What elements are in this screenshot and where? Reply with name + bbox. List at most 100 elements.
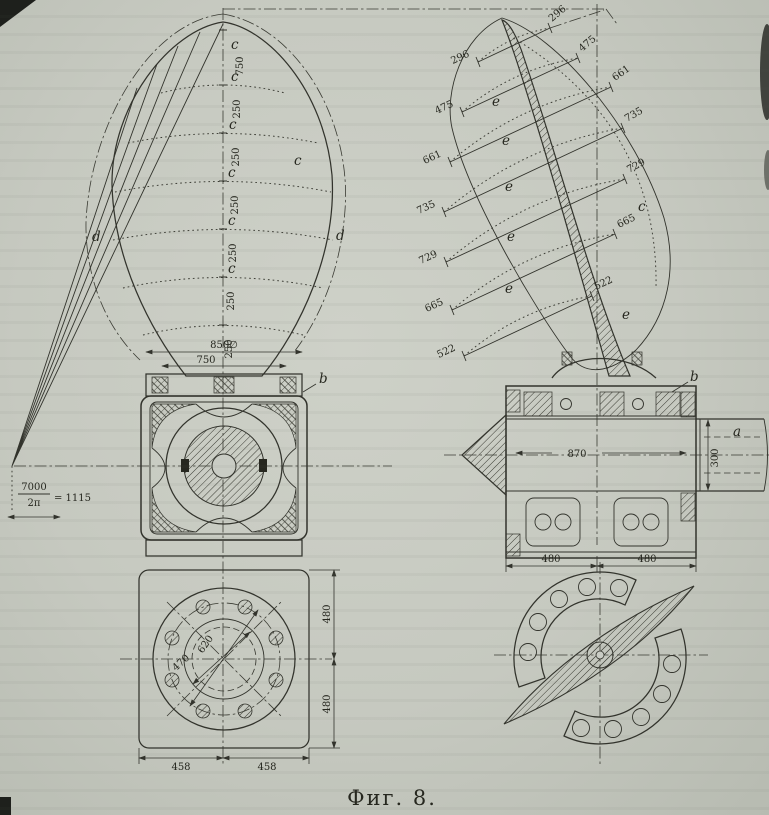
wall-hatch [680, 492, 696, 522]
section-line [443, 173, 628, 268]
section-camber [449, 86, 612, 163]
key-block [259, 459, 267, 472]
root-diameter-dim: 850∅ [210, 340, 238, 351]
flange-hatch-block [151, 376, 169, 394]
section-width-dim: 729 [417, 249, 439, 267]
side-blade [449, 17, 671, 379]
front-hub: 850∅ 750 b [140, 340, 328, 557]
curve-label-c: c [638, 199, 646, 215]
pitch-arc [127, 133, 319, 144]
curve-label-c: c [231, 37, 239, 53]
section-line [441, 122, 626, 218]
flange-leader [671, 381, 689, 393]
roller-cage-lower [563, 628, 687, 745]
flange-leader [302, 383, 317, 393]
side-view: 296 475 661 735 729 665 522 296 475 661 … [415, 4, 769, 764]
hub-bottom-flange [145, 539, 303, 557]
casing-curves [151, 403, 297, 533]
curve-label-c: c [231, 69, 239, 85]
section-camber [451, 233, 616, 311]
gland-bolt [632, 398, 644, 410]
pitch-fan-lines [11, 23, 224, 467]
roller [653, 685, 671, 703]
section-center-hole [595, 650, 605, 660]
bolt [164, 630, 180, 646]
bolt [195, 703, 211, 719]
flange-outer-circle [152, 587, 296, 731]
bolt [237, 599, 253, 615]
section-ticks [219, 29, 227, 326]
roller [578, 578, 596, 596]
flange-label-b: b [319, 371, 328, 387]
plate-diagonal-centerline [166, 601, 282, 717]
hub-body-inner [149, 401, 299, 535]
plate-half-height-dim: 480 [322, 604, 333, 623]
bearing-cross-section [494, 562, 708, 764]
section-leader [549, 9, 605, 29]
pitch-arc [122, 277, 324, 289]
corner-section [251, 487, 297, 533]
gland-hatch [655, 391, 681, 417]
tip-connector-drop [605, 8, 618, 25]
bolt [237, 703, 253, 719]
pitch-arc [112, 229, 334, 241]
roller [534, 513, 552, 531]
side-hub: a 870 300 b 480 480 [461, 369, 768, 572]
root-stud [631, 351, 643, 366]
roller [610, 579, 628, 597]
curve-label-c: c [228, 165, 236, 181]
front-view: c c c c c c c d d 750 250 250 250 250 25… [7, 8, 618, 773]
section-spacing-dim: 250 [228, 243, 239, 262]
pitch-radius-note: 7000 2π = 1115 [7, 466, 91, 520]
section-label-e: e [505, 281, 513, 297]
bearing-block [613, 497, 669, 547]
wall-hatch [505, 533, 521, 557]
center-hole [211, 453, 237, 479]
bore-dim: 470 [171, 653, 193, 674]
outline-label-d: d [336, 228, 345, 244]
section-width-dim: 522 [435, 343, 457, 361]
section-label-e: e [502, 133, 510, 149]
shaft-diameter-dim: 300 [710, 448, 721, 467]
roller [550, 590, 568, 608]
curve-label-c: c [228, 261, 236, 277]
section-line [461, 290, 595, 362]
figure-caption: Фиг. 8. [347, 786, 437, 810]
hub-length-dim: 870 [567, 449, 586, 460]
section-width-dim: 522 [593, 275, 615, 293]
section-width-dim: 661 [610, 63, 632, 83]
plate-diagonal-centerline [166, 601, 282, 717]
section-label-e: e [622, 307, 630, 323]
section-label-e: e [507, 229, 515, 245]
bolt-circle-dim: 620 [196, 634, 216, 656]
roller [604, 720, 622, 738]
roller [554, 513, 572, 531]
bearing-bore-circle [165, 407, 283, 525]
pitch-arc [114, 181, 332, 193]
front-blade [11, 13, 346, 467]
blade-projected-outline [449, 17, 671, 370]
roller-cage-upper [513, 571, 637, 688]
pitch-radius-denominator: 2π [28, 498, 41, 509]
roller [572, 719, 590, 737]
tip-spacing-dim: 750 [235, 56, 246, 75]
bore-dimline [192, 631, 251, 685]
root-width-dim: 750 [196, 355, 215, 366]
gland-hatch [599, 391, 625, 417]
curve-label-c: c [229, 117, 237, 133]
blade-root-dome [551, 357, 657, 379]
key-block [181, 459, 189, 472]
section-width-dim: 475 [577, 34, 599, 55]
section-spacing-dim: 250 [230, 195, 241, 214]
developed-outline-right [222, 13, 346, 353]
section-camber [461, 57, 579, 113]
section-width-dim: 661 [421, 149, 443, 167]
pitch-radius-value: = 1115 [54, 493, 91, 504]
section-camber [445, 178, 626, 263]
plate-half-width-dim: 458 [257, 762, 276, 773]
section-width-dim: 296 [547, 4, 569, 25]
section-camber [463, 295, 593, 357]
section-camber [443, 127, 624, 213]
bearing-block [525, 497, 581, 547]
hub-half-width-dim: 480 [637, 554, 656, 565]
